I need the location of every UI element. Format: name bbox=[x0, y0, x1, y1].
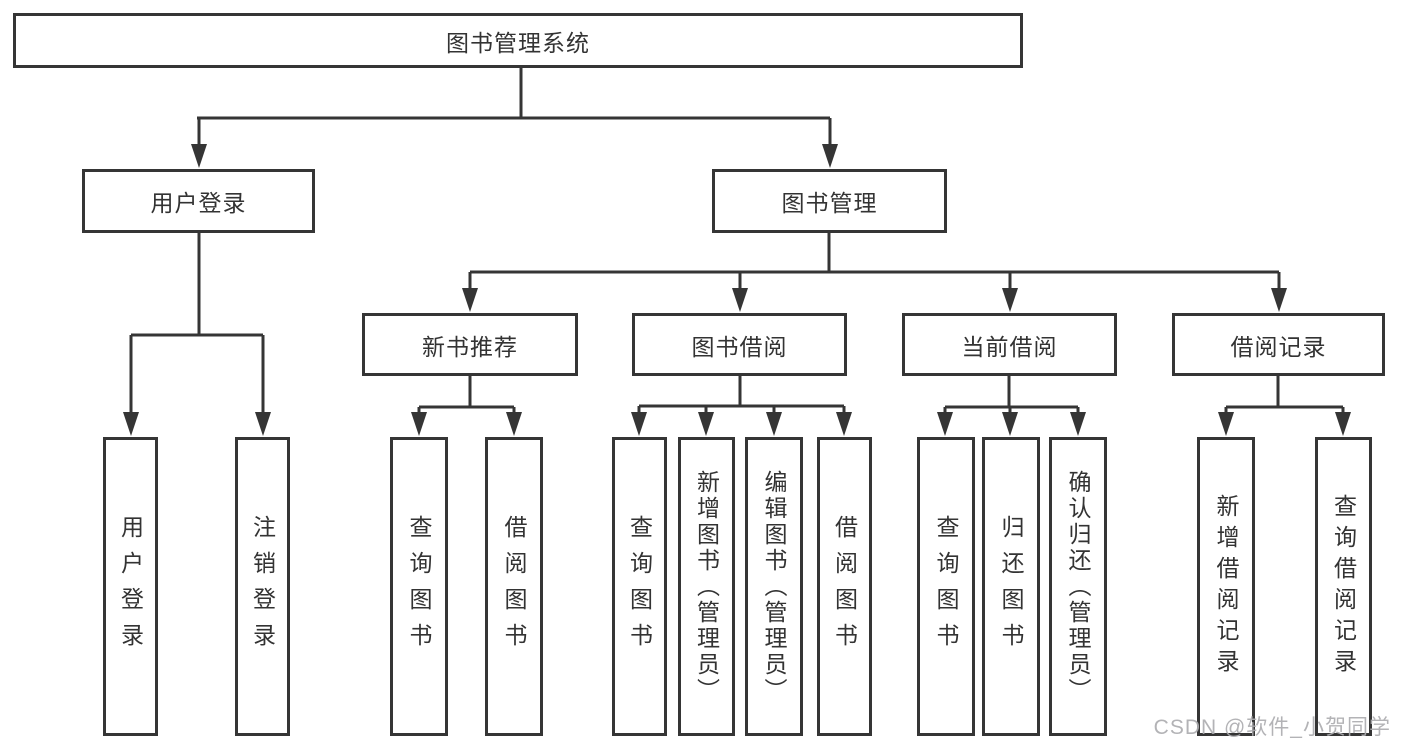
edge-newbook-to-children bbox=[417, 376, 516, 418]
edge-userlogin-to-children bbox=[129, 233, 265, 418]
leaf-query-borrow-record: 查询借阅记录 bbox=[1315, 437, 1372, 736]
arrowhead bbox=[698, 412, 714, 436]
leaf-query-books: 查询图书 bbox=[612, 437, 667, 736]
node-new-book-recommend: 新书推荐 bbox=[362, 313, 578, 376]
edge-records-to-children bbox=[1224, 376, 1345, 418]
arrowheads bbox=[123, 144, 1351, 436]
node-user-login: 用户登录 bbox=[82, 169, 315, 233]
leaf-add-borrow-record: 新增借阅记录 bbox=[1197, 437, 1255, 736]
leaf-borrow-books: 借阅图书 bbox=[817, 437, 872, 736]
csdn-watermark: CSDN @软件_小贺同学 bbox=[1153, 716, 1391, 739]
leaf-add-books-admin: 新增图书（管理员） bbox=[678, 437, 735, 736]
leaf-return-books: 归还图书 bbox=[982, 437, 1040, 736]
leaf-edit-books-admin: 编辑图书（管理员） bbox=[745, 437, 803, 736]
arrowhead bbox=[1002, 412, 1018, 436]
arrowhead bbox=[766, 412, 782, 436]
node-borrow-records: 借阅记录 bbox=[1172, 313, 1385, 376]
arrowhead bbox=[1335, 412, 1351, 436]
leaf-confirm-return-admin: 确认归还（管理员） bbox=[1049, 437, 1107, 736]
arrowhead bbox=[631, 412, 647, 436]
edge-bookmgmt-to-level3 bbox=[468, 233, 1281, 294]
arrowhead bbox=[191, 144, 207, 168]
arrowhead bbox=[836, 412, 852, 436]
arrowhead bbox=[123, 412, 139, 436]
arrowhead bbox=[1218, 412, 1234, 436]
arrowhead bbox=[1070, 412, 1086, 436]
arrowhead bbox=[1271, 288, 1287, 312]
arrowhead bbox=[462, 288, 478, 312]
arrowhead bbox=[732, 288, 748, 312]
edge-curborrow-to-children bbox=[943, 376, 1080, 418]
edge-bookborrow-to-children bbox=[637, 376, 846, 418]
node-book-management: 图书管理 bbox=[712, 169, 947, 233]
leaf-borrow-books: 借阅图书 bbox=[485, 437, 543, 736]
leaf-user-login: 用户登录 bbox=[103, 437, 158, 736]
arrowhead bbox=[506, 412, 522, 436]
arrowhead bbox=[1002, 288, 1018, 312]
leaf-query-books: 查询图书 bbox=[390, 437, 448, 736]
edge-root-to-level2 bbox=[197, 68, 832, 150]
node-current-borrow: 当前借阅 bbox=[902, 313, 1117, 376]
node-book-borrow: 图书借阅 bbox=[632, 313, 847, 376]
node-library-system: 图书管理系统 bbox=[13, 13, 1023, 68]
arrowhead bbox=[255, 412, 271, 436]
arrowhead bbox=[822, 144, 838, 168]
leaf-logout: 注销登录 bbox=[235, 437, 290, 736]
arrowhead bbox=[411, 412, 427, 436]
leaf-query-books: 查询图书 bbox=[917, 437, 975, 736]
arrowhead bbox=[937, 412, 953, 436]
